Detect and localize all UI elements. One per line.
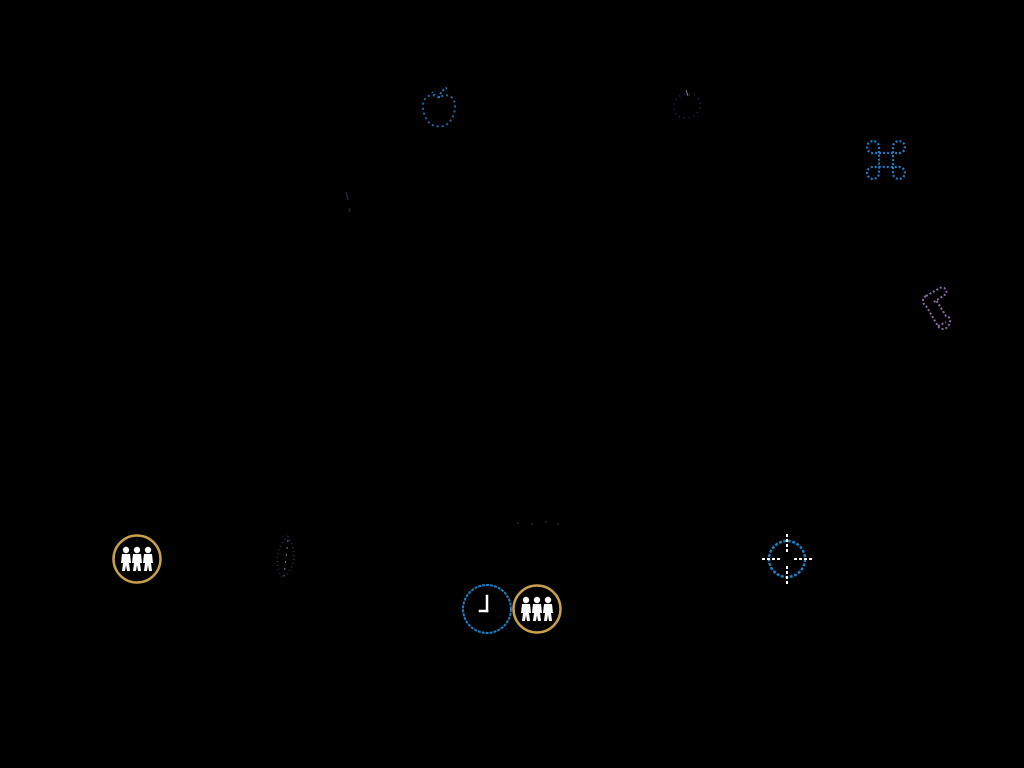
faint-mark-icon [340,190,356,216]
leaf-icon[interactable] [268,532,308,584]
party-group-icon[interactable] [511,583,563,635]
scroll-icon[interactable] [916,282,958,336]
faint-dots-icon [512,516,562,530]
swirl-icon[interactable] [666,86,708,128]
party-group-icon[interactable] [111,533,163,585]
crosshair-target-icon[interactable] [760,532,814,586]
apple-icon[interactable] [418,86,460,132]
clock-icon[interactable] [461,583,513,635]
command-key-icon[interactable] [862,136,910,184]
